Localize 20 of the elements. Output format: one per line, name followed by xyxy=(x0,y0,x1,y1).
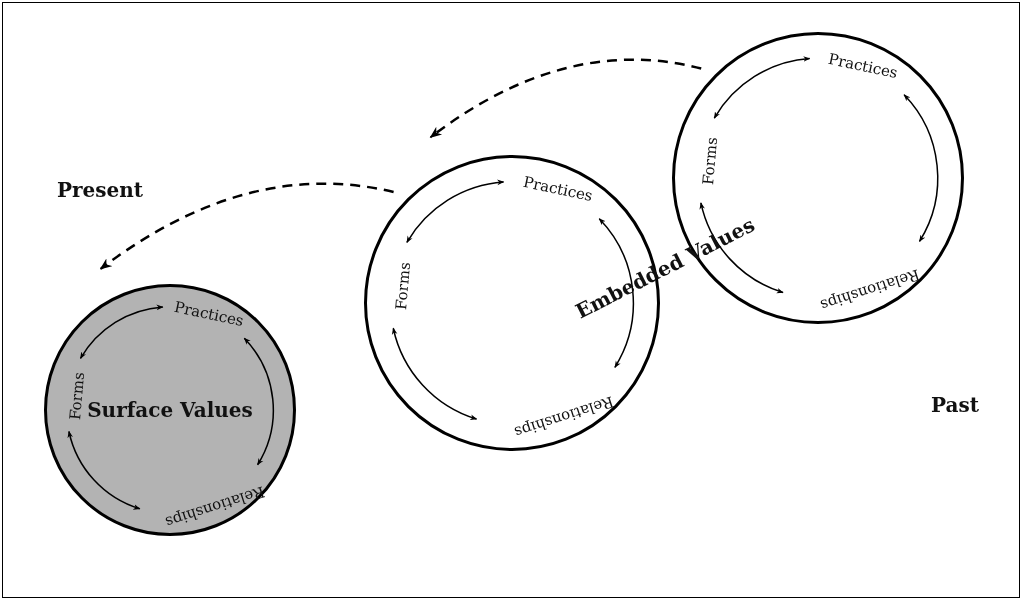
curved-arrow xyxy=(699,202,784,294)
text-label: Present xyxy=(56,178,144,202)
cycle-label: Forms xyxy=(66,371,89,421)
cycle-label: Practices xyxy=(521,173,594,206)
cycle-label: Forms xyxy=(699,136,722,186)
cycle-label: Forms xyxy=(391,261,414,311)
text-label: Past xyxy=(931,393,979,417)
curved-arrow xyxy=(79,305,164,360)
curved-arrow xyxy=(243,337,274,466)
curved-arrow xyxy=(598,217,634,369)
curved-arrow xyxy=(406,180,505,244)
curved-arrow xyxy=(67,430,141,510)
circle-title: Surface Values xyxy=(87,398,253,422)
dashed-arrow xyxy=(429,58,702,139)
curved-arrow xyxy=(392,327,478,420)
cycle-label: Practices xyxy=(826,49,900,82)
cycle-label: Practices xyxy=(172,297,246,330)
dashed-arrow xyxy=(99,182,394,270)
curved-arrow xyxy=(713,56,811,119)
curved-arrow xyxy=(903,94,939,243)
